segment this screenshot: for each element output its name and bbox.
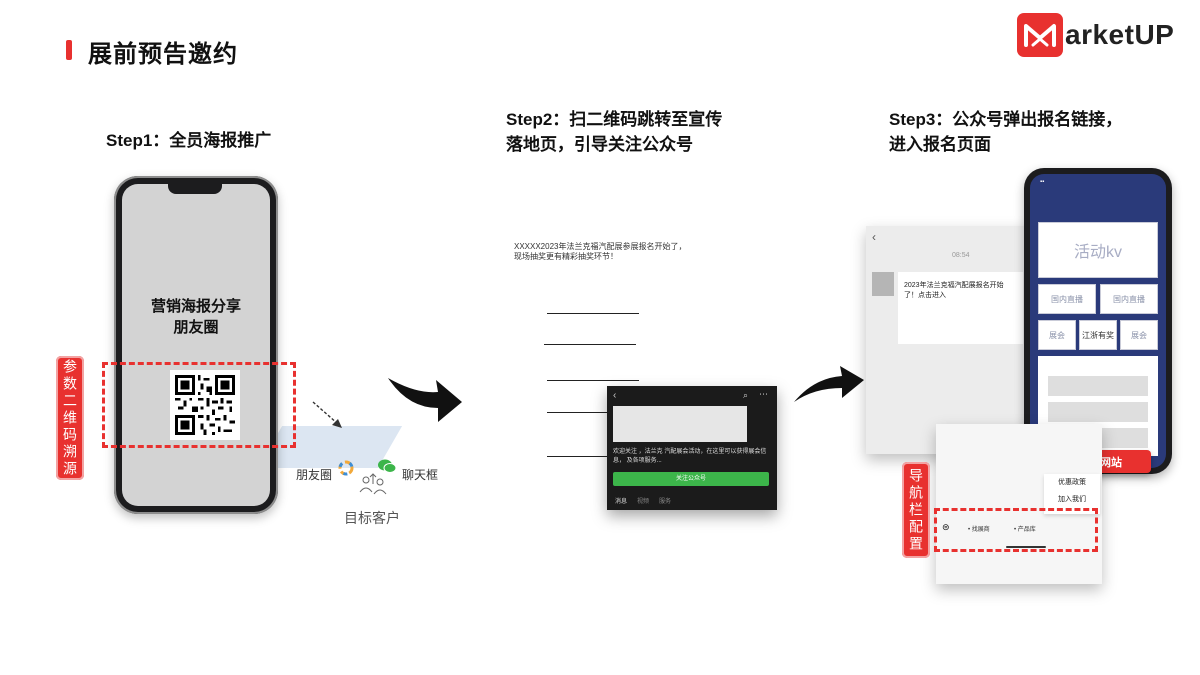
qr-highlight-box: [102, 362, 296, 448]
grid-cell[interactable]: 国内直播: [1038, 284, 1096, 314]
follow-button[interactable]: 关注公众号: [613, 472, 769, 486]
nav-config-tag: 导航栏配置: [902, 462, 930, 558]
activity-kv: 活动kv: [1038, 222, 1158, 278]
target-customer-label: 目标客户: [344, 510, 400, 526]
account-desc: 欢迎关注 ，法兰克 汽配展会活动，在这里可以获得展会信息， 及各项服务...: [613, 449, 767, 464]
text-line: [544, 344, 636, 345]
status-bar: ▪▪: [1040, 179, 1045, 185]
curved-arrow-icon: [794, 366, 864, 402]
logo-text: arketUP: [1065, 19, 1175, 50]
moments-icon: [338, 460, 354, 476]
official-account-card: ‹ ⌕ ⋯ 欢迎关注 ，法兰克 汽配展会活动，在这里可以获得展会信息， 及各项服…: [607, 386, 777, 510]
phone-notch: [168, 184, 222, 194]
text-line: [547, 412, 609, 413]
list-item: [1048, 376, 1148, 396]
home-indicator: [1006, 546, 1046, 548]
tab-videos[interactable]: 视频: [637, 499, 650, 505]
chat-message: 2023年法兰克福汽配展报名开始了！点击进入: [904, 282, 1004, 299]
step2-heading: Step2：扫二维码跳转至宣传 落地页，引导关注公众号: [506, 110, 723, 154]
grid-cell[interactable]: 展会: [1120, 320, 1158, 350]
grid-cell[interactable]: 展会: [1038, 320, 1076, 350]
account-banner: [613, 406, 747, 442]
search-icon[interactable]: ⌕: [743, 390, 749, 400]
text-line: [547, 456, 609, 457]
text-line: [547, 313, 639, 314]
menu-item[interactable]: 加入我们: [1058, 496, 1086, 503]
keyboard-icon[interactable]: ⊜: [942, 522, 950, 532]
chat-time: 08:54: [952, 252, 970, 259]
grid-cell[interactable]: 国内直播: [1100, 284, 1158, 314]
chat-message-bubble[interactable]: 2023年法兰克福汽配展报名开始了！点击进入: [898, 272, 1023, 344]
logo-m-icon: [1017, 13, 1063, 57]
page-title: 展前预告邀约: [88, 41, 238, 68]
back-chevron-icon[interactable]: ‹: [872, 230, 876, 244]
step3-heading: Step3：公众号弹出报名链接， 进入报名页面: [889, 110, 1123, 154]
chat-screenshot: ‹ 08:54 2023年法兰克福汽配展报名开始了！点击进入: [866, 226, 1036, 454]
moments-label: 朋友圈: [296, 468, 333, 482]
title-accent-bar: [66, 40, 72, 60]
nav-item[interactable]: • 产品库: [1014, 527, 1036, 533]
tab-services[interactable]: 服务: [659, 499, 672, 505]
step1-heading: Step1：全员海报推广: [106, 131, 272, 150]
qr-code-icon[interactable]: [170, 370, 240, 440]
poster-label: 营销海报分享 朋友圈: [150, 298, 241, 336]
marketup-logo: arketUP: [1017, 12, 1187, 58]
list-item: [1048, 402, 1148, 422]
nav-menu: 优惠政策 加入我们: [1044, 474, 1100, 514]
grid-cell[interactable]: 江浙有奖: [1079, 320, 1117, 350]
article-text: XXXXX2023年法兰克福汽配展参展报名开始了， 现场抽奖更有精彩抽奖环节！: [514, 242, 687, 261]
wechat-icon: [378, 459, 397, 473]
text-line: [547, 380, 639, 381]
menu-item[interactable]: 优惠政策: [1058, 479, 1086, 486]
param-qr-tag: 参数二维码溯源: [56, 356, 84, 480]
poster-phone-screen: 营销海报分享 朋友圈: [122, 184, 270, 506]
tab-messages[interactable]: 消息: [615, 499, 628, 505]
dashed-arrow-icon: [312, 401, 342, 428]
back-chevron-icon[interactable]: ‹: [613, 390, 617, 401]
chat-label: 聊天框: [402, 468, 439, 482]
nav-item[interactable]: • 找展商: [968, 527, 990, 533]
poster-phone: 营销海报分享 朋友圈: [114, 176, 278, 514]
account-avatar: [872, 272, 894, 296]
people-icon: [359, 473, 387, 495]
curved-arrow-icon: [388, 378, 462, 422]
more-icon[interactable]: ⋯: [759, 389, 768, 399]
nav-highlight-box: [934, 508, 1098, 552]
